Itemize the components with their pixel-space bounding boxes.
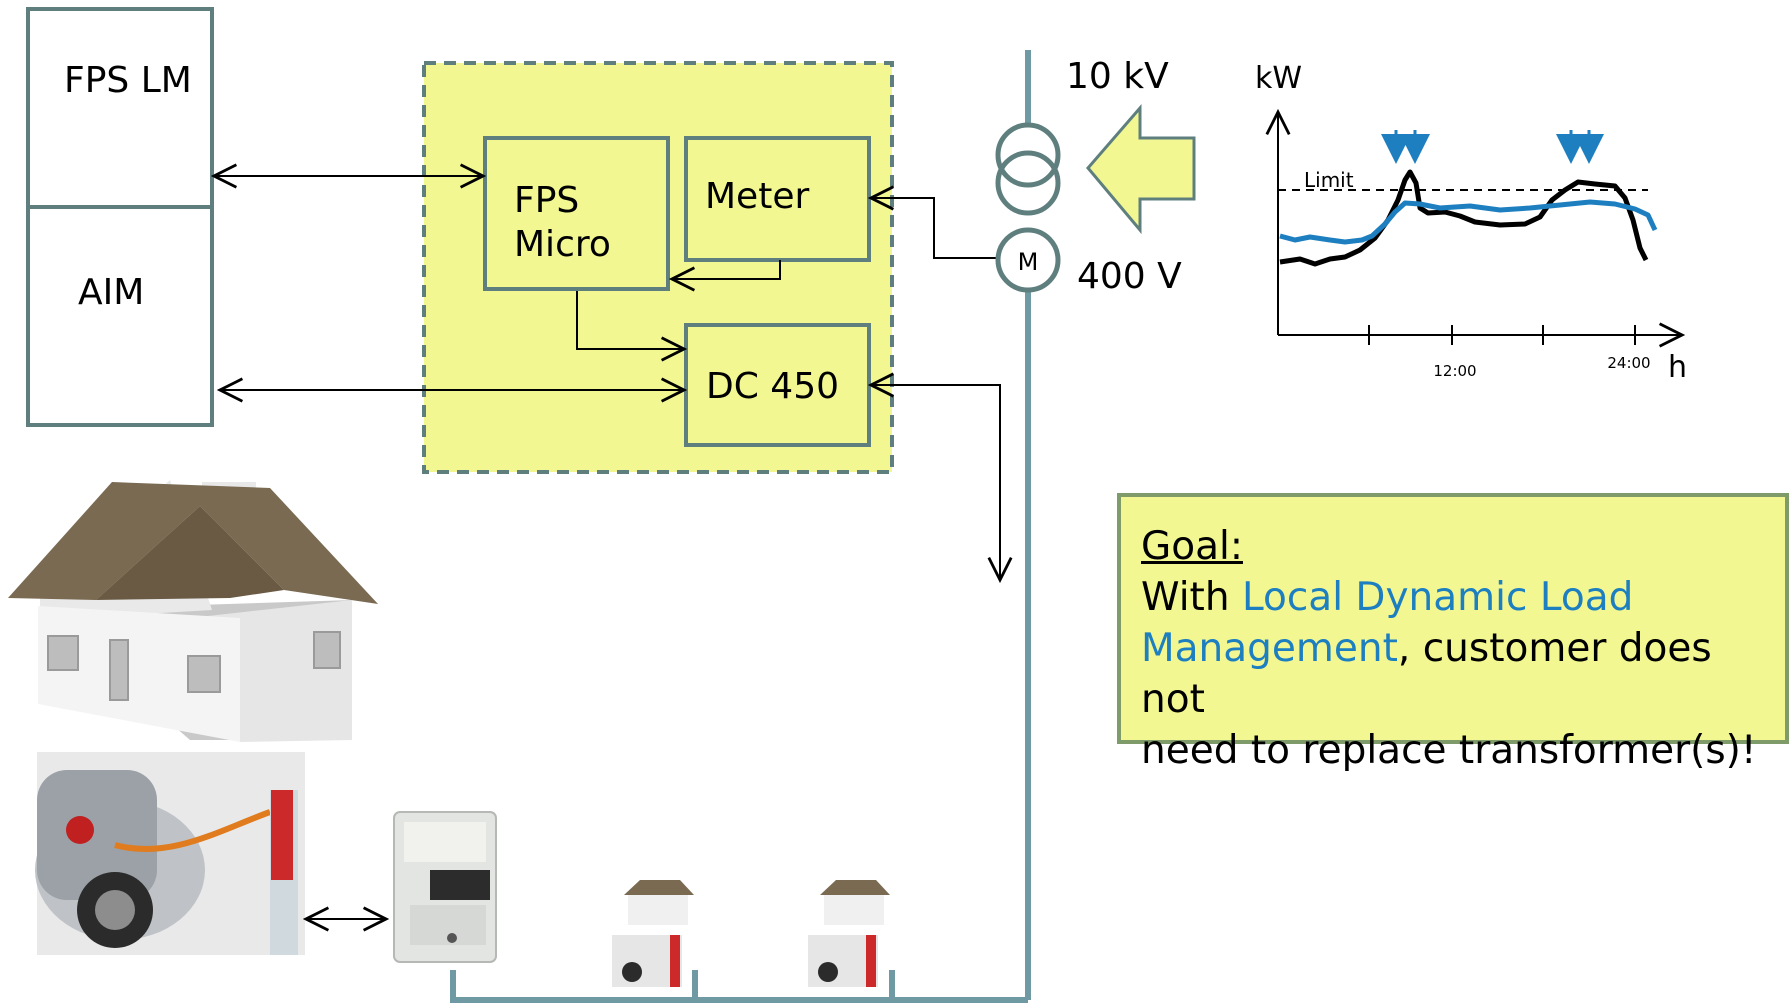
small-house-2 [808,880,890,987]
ev-charging-photo [35,752,305,955]
arrow-fpsmicro-dc450 [576,291,684,349]
arrow-meter-fpsmicro [672,260,781,279]
goal-box: Goal: With Local Dynamic Load Management… [1117,493,1789,773]
grid-meter-letter: M [1018,248,1039,276]
bus-line [450,970,1028,1003]
chart-xtick-label-1: 12:00 [1433,362,1476,380]
grid-meter-symbol [995,227,1061,293]
fps-lm-box [26,7,214,427]
series-line-black [1279,169,1649,267]
smart-meter-device [393,811,497,963]
dc450-box [684,323,871,447]
power-flow-arrow [1086,103,1196,235]
meter-box [684,136,871,262]
chart-xlabel: h [1668,350,1687,385]
fps-micro-label-line1: FPS [514,180,580,221]
goal-text-line3: need to replace transformer(s)! [1141,728,1757,773]
chart-limit-label: Limit [1304,168,1354,192]
load-chart: kW h Limit 12:00 24:00 [1255,61,1687,385]
medium-voltage-label: 10 kV [1066,56,1169,97]
fps-lm-label: FPS LM [64,60,192,101]
chart-ylabel: kW [1255,61,1302,96]
arrow-dc450-grid [871,385,1000,580]
goal-text: Goal: With Local Dynamic Load Management… [1141,521,1785,776]
arrow-grid-meter [871,198,1000,259]
small-house-1 [612,880,694,987]
dc450-label: DC 450 [706,366,840,407]
fps-micro-box [483,136,670,291]
fps-micro-label-line2: Micro [514,224,611,265]
goal-text-after: , customer does not [1141,626,1712,722]
aim-label: AIM [78,272,145,313]
goal-highlight-line2: Management [1141,626,1398,671]
goal-text-before: With [1141,575,1242,620]
series-line-blue [1279,199,1658,245]
low-voltage-label: 400 V [1077,256,1182,297]
transformer-coil-bottom [995,150,1061,216]
meter-label: Meter [705,176,810,217]
chart-xtick-label-2: 24:00 [1607,354,1650,372]
house-illustration [8,480,378,742]
goal-highlight-line1: Local Dynamic Load [1241,575,1634,620]
goal-title: Goal: [1141,524,1243,569]
